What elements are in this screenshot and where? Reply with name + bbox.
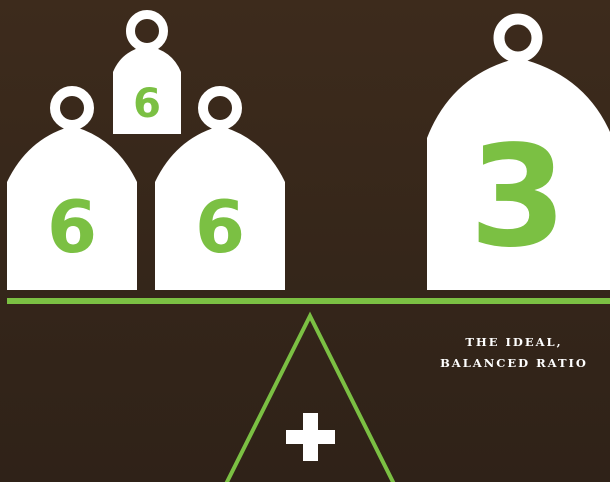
fulcrum-triangle (224, 311, 396, 482)
caption-line-1: THE IDEAL, (465, 335, 563, 349)
weight-middle: 6 (155, 86, 285, 290)
weight-left: 6 (7, 86, 137, 290)
caption-line-2: BALANCED RATIO (440, 356, 588, 370)
weight-left-label: 6 (47, 185, 97, 269)
weight-middle-label: 6 (195, 185, 245, 269)
weight-small-top: 6 (113, 10, 181, 134)
weight-small-top-label: 6 (133, 81, 161, 127)
weight-right-large-label: 3 (469, 116, 566, 279)
plus-icon (286, 413, 335, 461)
balance-beam (7, 298, 610, 304)
weight-right-large: 3 (427, 13, 610, 290)
caption: THE IDEAL, BALANCED RATIO (418, 332, 610, 374)
